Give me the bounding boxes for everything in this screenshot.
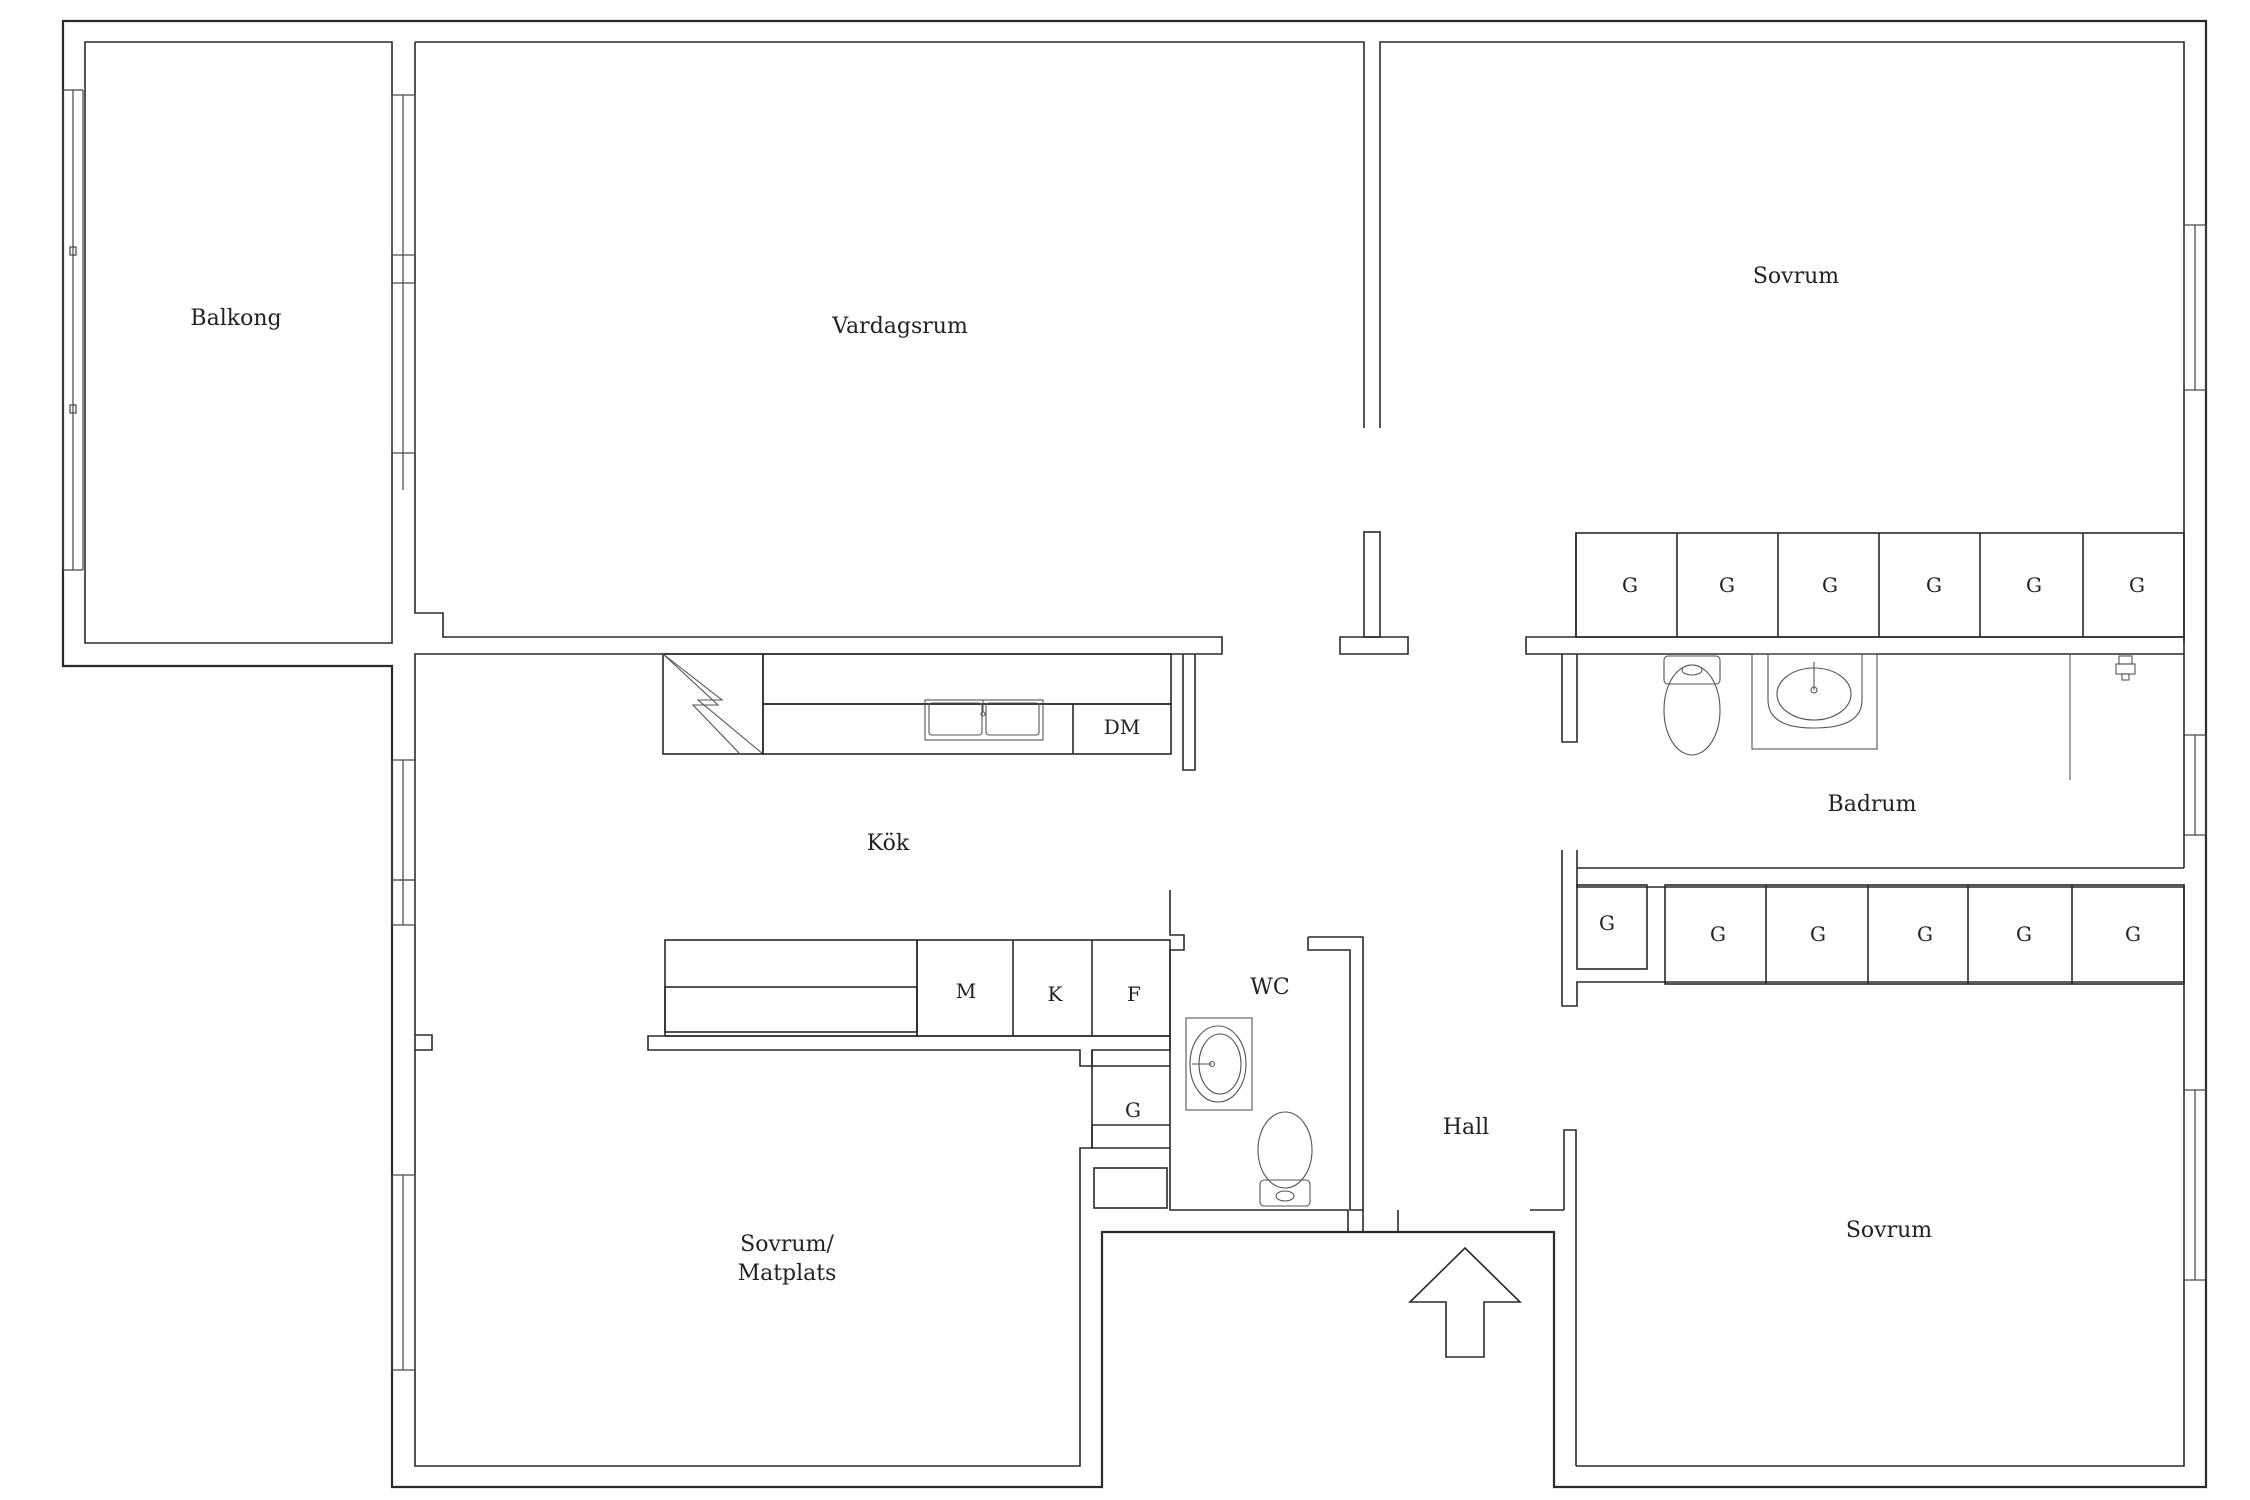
room-label-sovrum-top: Sovrum [1753,264,1839,289]
entrance-arrow [1408,1246,1522,1358]
wardrobes-top [1575,532,2185,638]
kitchen-counter-lower [664,939,1171,1037]
bathroom-toilet [1663,655,1721,756]
microwave-label: M [956,979,976,1003]
wardrobe-label: G [1719,573,1735,597]
room-label-hall: Hall [1443,1115,1489,1140]
wardrobe-label: G [2125,922,2141,946]
room-label-badrum: Badrum [1828,792,1917,817]
right-windows [2183,224,2207,1281]
fridge-label: K [1048,982,1064,1006]
room-label-kok: Kök [867,831,910,856]
left-windows [391,759,433,1371]
kitchen-sink [924,699,1044,741]
room-label-sovrum-matplats-line1: Sovrum/ [740,1232,834,1257]
living-room-window [391,94,416,490]
room-label-sovrum-bottom: Sovrum [1846,1218,1932,1243]
wardrobe-label: G [2129,573,2145,597]
room-label-vardagsrum: Vardagsrum [831,314,968,339]
wardrobe-label: G [1125,1098,1141,1122]
freezer-label: F [1127,982,1141,1006]
outer-walls [61,19,2208,1489]
shower-head [2069,654,2136,780]
wardrobe-label: G [1926,573,1942,597]
wardrobe-label: G [1710,922,1726,946]
wardrobe-label: G [2016,922,2032,946]
wardrobe-label: G [1917,922,1933,946]
room-label-balkong: Balkong [190,306,281,331]
wardrobes-bottom [1576,884,2185,985]
kitchen-counter-upper [662,653,1172,755]
wc-toilet [1257,1111,1313,1207]
bathroom-sink [1751,653,1878,750]
room-label-wc: WC [1250,975,1289,1000]
balcony-window [62,89,84,571]
wardrobe-label: G [1810,922,1826,946]
wc-sink [1185,1017,1253,1111]
room-label-sovrum-matplats-line2: Matplats [738,1261,837,1286]
wardrobe-label: G [1822,573,1838,597]
wardrobe-label: G [1599,911,1615,935]
wardrobe-label: G [2026,573,2042,597]
dishwasher-label: DM [1104,715,1141,739]
wardrobe-label: G [1622,573,1638,597]
